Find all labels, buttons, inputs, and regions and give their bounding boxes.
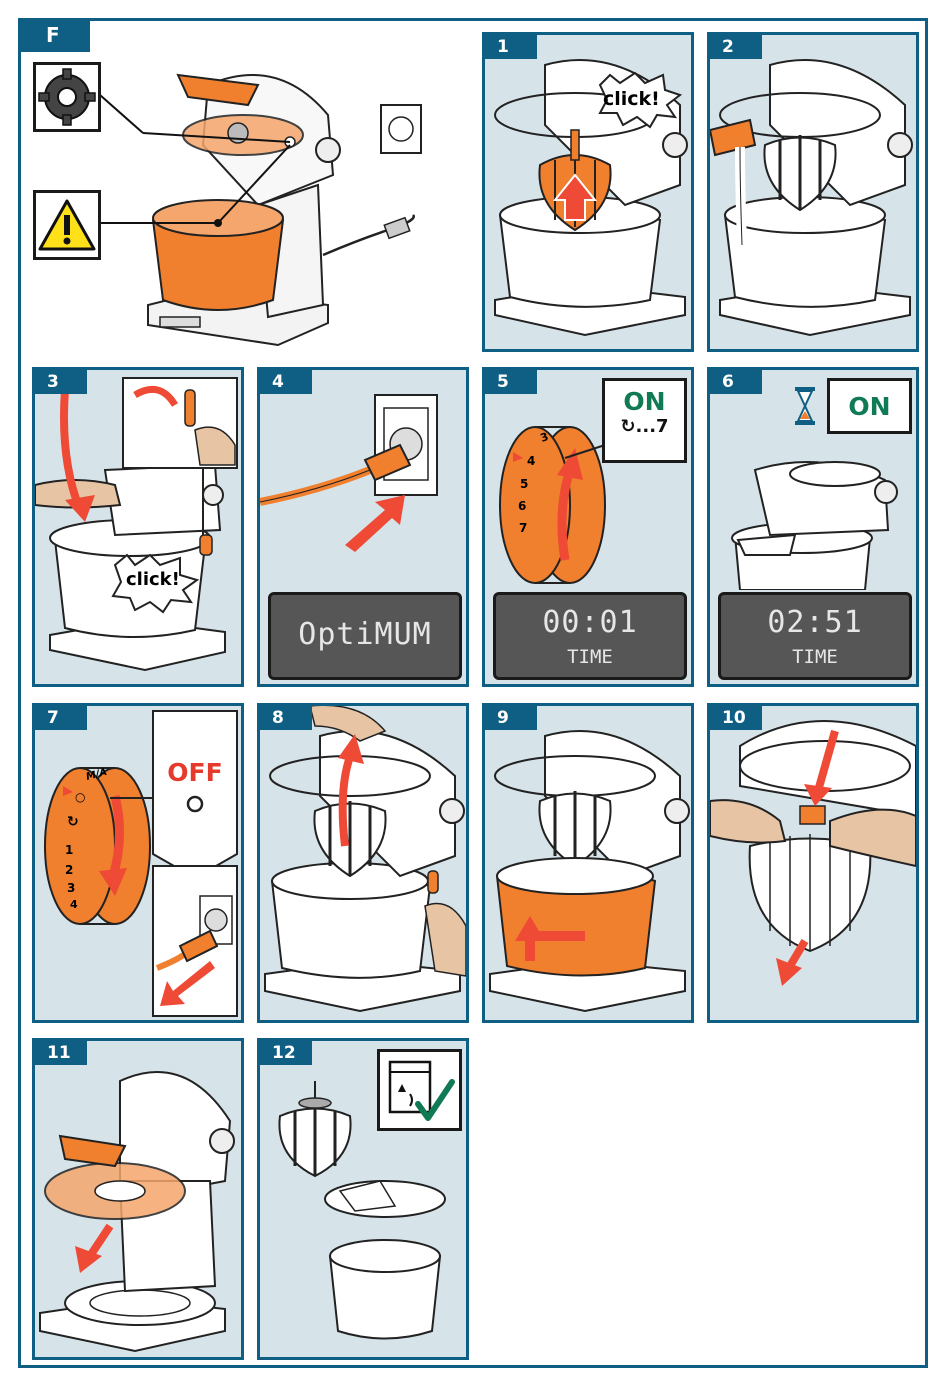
step-6-display-time: 02:51 — [721, 605, 909, 640]
step-6-on-box: ON — [827, 378, 912, 434]
step-6-panel: ON 02:51 TIME 6 — [707, 367, 919, 687]
dial-digit: 3 — [67, 881, 75, 895]
step-5-on-text: ON — [605, 387, 684, 416]
step-2-number: 2 — [710, 35, 762, 59]
step-3-click-text: click! — [126, 569, 180, 590]
step-4-display: OptiMUM — [268, 592, 462, 680]
step-9-panel: 9 — [482, 703, 694, 1023]
step-4-number: 4 — [260, 370, 312, 394]
dial-digit: 7 — [519, 521, 527, 535]
section-label: F — [18, 18, 90, 52]
step-8-panel: 8 — [257, 703, 469, 1023]
step-1-number: 1 — [485, 35, 537, 59]
step-5-panel: 3 4 5 6 7 ON ↻...7 00:01 TIME 5 — [482, 367, 694, 687]
step-11-panel: 11 — [32, 1038, 244, 1360]
step-3-number: 3 — [35, 370, 87, 394]
step-6-on-text: ON — [830, 392, 909, 421]
dial-digit: 4 — [70, 898, 78, 911]
step-1-panel: click! 1 — [482, 32, 694, 352]
step-12-number: 12 — [260, 1041, 312, 1065]
step-7-number: 7 — [35, 706, 87, 730]
step-1-click-text: click! — [603, 88, 660, 110]
dial-digit: 6 — [518, 499, 526, 513]
step-2-panel: 2 — [707, 32, 919, 352]
step-7-off-text: OFF — [153, 758, 237, 787]
dial-digit: 4 — [527, 454, 535, 468]
step-5-number: 5 — [485, 370, 537, 394]
dishwasher-safe-icon — [377, 1049, 462, 1131]
step-5-display: 00:01 TIME — [493, 592, 687, 680]
hourglass-icon — [793, 385, 817, 427]
step-5-display-time: 00:01 — [496, 605, 684, 640]
step-4-display-text: OptiMUM — [271, 617, 459, 652]
step-6-display-label: TIME — [721, 646, 909, 668]
step-10-panel: 10 — [707, 703, 919, 1023]
step-12-panel: 12 — [257, 1038, 469, 1360]
dial-digit: 2 — [65, 863, 73, 877]
dial-digit: ○ — [75, 790, 85, 804]
gear-icon — [33, 62, 101, 132]
warning-icon — [33, 190, 101, 260]
step-5-display-label: TIME — [496, 646, 684, 668]
step-3-panel: click! 3 — [32, 367, 244, 687]
step-7-panel: M/A ○ ↻ 1 2 3 4 OFF 7 — [32, 703, 244, 1023]
step-5-on-box: ON ↻...7 — [602, 378, 687, 463]
step-6-number: 6 — [710, 370, 762, 394]
dial-digit: ↻ — [67, 814, 79, 830]
step-8-number: 8 — [260, 706, 312, 730]
step-5-speed-text: ↻...7 — [605, 416, 684, 437]
dial-digit: 5 — [520, 477, 528, 491]
step-4-panel: OptiMUM 4 — [257, 367, 469, 687]
dial-digit: 1 — [65, 843, 73, 857]
step-11-number: 11 — [35, 1041, 87, 1065]
step-10-number: 10 — [710, 706, 762, 730]
step-9-number: 9 — [485, 706, 537, 730]
step-6-display: 02:51 TIME — [718, 592, 912, 680]
